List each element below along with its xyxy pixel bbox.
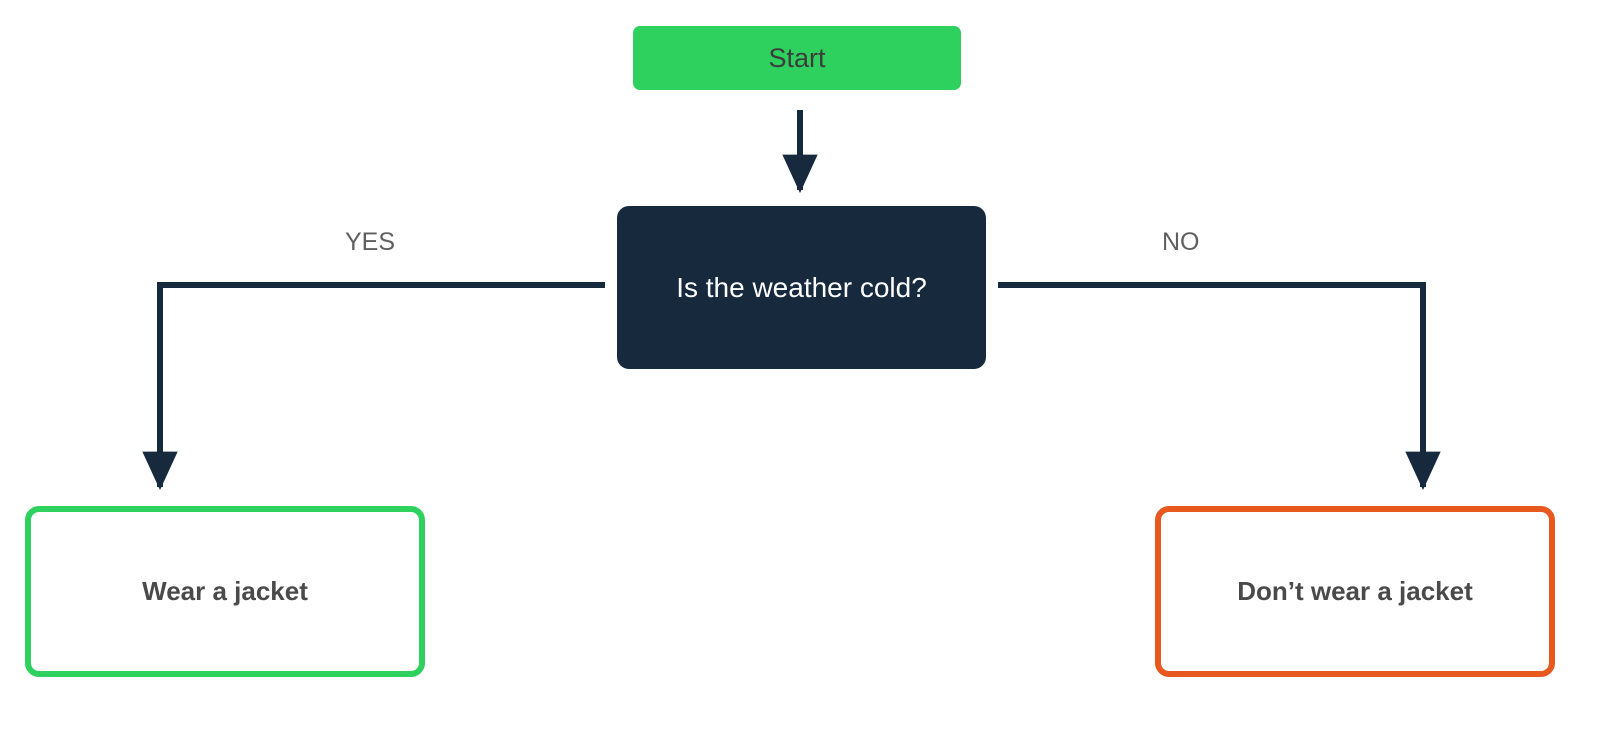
node-outcome-dont-wear-a-jacket[interactable]: Don’t wear a jacket (1155, 506, 1555, 677)
node-outcome-wear-a-jacket[interactable]: Wear a jacket (25, 506, 425, 677)
edge-decision-to-outcome-no (998, 282, 1441, 491)
edge-label-yes: YES (345, 228, 396, 256)
edge-label-no: NO (1162, 228, 1200, 256)
edge-decision-to-outcome-yes (142, 282, 605, 491)
node-start[interactable]: Start (633, 26, 961, 90)
node-decision-weather-cold[interactable]: Is the weather cold? (617, 206, 986, 369)
